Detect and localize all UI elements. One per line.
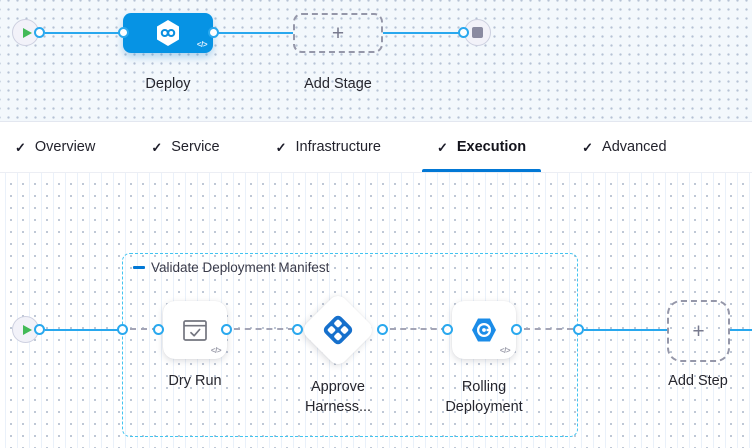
edge-line-dashed [130, 328, 158, 330]
execution-canvas: Validate Deployment Manifest </> Dry Run [0, 173, 752, 448]
pipeline-end-node [464, 19, 491, 46]
add-stage-label: Add Stage [304, 76, 372, 92]
check-icon: ✓ [151, 139, 163, 155]
edge-line [45, 32, 123, 34]
play-icon [22, 324, 32, 335]
add-step-label: Add Step [668, 373, 728, 389]
step-harness-approval[interactable] [299, 291, 377, 369]
add-stage-button[interactable]: + [293, 13, 383, 53]
tab-service[interactable]: ✓ Service [151, 139, 220, 155]
step-label: Dry Run [168, 373, 222, 389]
connector-port[interactable] [116, 324, 128, 335]
approval-icon [323, 315, 353, 345]
connector-port[interactable] [34, 27, 45, 38]
step-group-title: Validate Deployment Manifest [151, 260, 330, 275]
stop-icon [472, 27, 483, 38]
tab-infrastructure[interactable]: ✓ Infrastructure [275, 139, 381, 155]
template-code-icon: </> [196, 40, 208, 49]
connector-port[interactable] [291, 324, 303, 335]
connector-port[interactable] [457, 27, 469, 38]
edge-line-dashed [524, 328, 573, 330]
harness-cd-icon [157, 20, 179, 46]
collapse-icon [133, 266, 145, 269]
connector-port[interactable] [207, 27, 219, 38]
edge-line [45, 329, 122, 331]
template-code-icon: </> [210, 346, 222, 355]
connector-port[interactable] [220, 324, 232, 335]
edge-line [383, 32, 459, 34]
connector-port[interactable] [152, 324, 164, 335]
tab-overview[interactable]: ✓ Overview [15, 139, 96, 155]
edge-line [584, 329, 667, 331]
check-icon: ✓ [15, 139, 26, 155]
stage-config-tabs: ✓ Overview ✓ Service ✓ Infrastructure ✓ … [0, 122, 752, 173]
step-rolling-deployment[interactable]: </> [452, 301, 516, 359]
check-icon: ✓ [582, 139, 594, 155]
stage-node-deploy[interactable]: </> [123, 13, 213, 53]
edge-line [213, 32, 293, 34]
step-label: Approve Harness... [304, 379, 372, 415]
step-group-header[interactable]: Validate Deployment Manifest [133, 260, 329, 275]
check-icon: ✓ [436, 139, 448, 155]
play-icon [22, 27, 32, 38]
k8s-rolling-icon [472, 318, 496, 342]
step-group-container [122, 253, 578, 437]
connector-port[interactable] [441, 324, 453, 335]
tab-advanced[interactable]: ✓ Advanced [582, 139, 667, 155]
step-dry-run[interactable]: </> [163, 301, 227, 359]
connector-port[interactable] [572, 324, 584, 335]
plus-icon: + [692, 319, 705, 343]
check-icon: ✓ [275, 139, 287, 155]
step-label: Rolling Deployment [445, 379, 523, 415]
connector-port[interactable] [117, 27, 129, 38]
connector-port[interactable] [376, 324, 388, 335]
edge-line-dashed [234, 328, 294, 330]
connector-port[interactable] [510, 324, 522, 335]
template-code-icon: </> [499, 346, 511, 355]
plus-icon: + [331, 21, 345, 45]
stage-canvas: </> Deploy + Add Stage [0, 0, 752, 122]
dry-run-icon [183, 319, 207, 341]
edge-line-dashed [390, 328, 447, 330]
stage-label: Deploy [145, 76, 191, 92]
edge-line [730, 329, 752, 331]
add-step-button[interactable]: + [667, 300, 730, 362]
tab-execution[interactable]: ✓ Execution [421, 122, 542, 172]
connector-port[interactable] [34, 324, 45, 335]
